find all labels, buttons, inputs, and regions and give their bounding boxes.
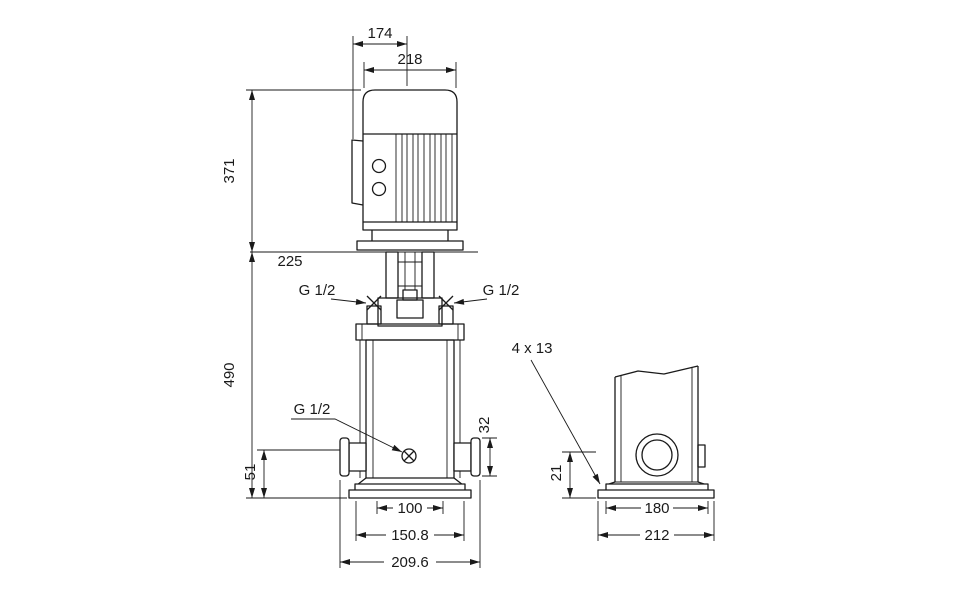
motor-endshield-lines: [363, 133, 457, 223]
dim-label-180: 180: [644, 500, 669, 517]
extension-lines-port-size: [482, 437, 497, 477]
dim-label-174: 174: [367, 25, 392, 42]
dim-label-218: 218: [397, 51, 422, 68]
side-base-plate: [597, 489, 715, 499]
dim-label-212: 212: [644, 527, 669, 544]
motor-fins: [395, 134, 453, 222]
cable-entry-hole-top: [371, 158, 387, 174]
head-centre-box: [396, 299, 424, 319]
drain-plug-cross: [403, 450, 415, 462]
coupling-guard-right: [421, 251, 435, 299]
motor-outline: [362, 89, 458, 231]
base-plate: [348, 489, 472, 499]
side-port-bore: [641, 439, 673, 471]
flange-bolt-lines: [361, 324, 459, 340]
motor-adapter: [356, 230, 464, 251]
adapter-plate: [356, 240, 464, 251]
chamber-sleeve-lines: [372, 340, 448, 478]
break-line: [614, 365, 699, 378]
front-view: [339, 89, 481, 499]
dim-label-490: 490: [221, 362, 238, 387]
dim-label-100: 100: [397, 500, 422, 517]
dim-label-150-8: 150.8: [391, 527, 429, 544]
dim-label-bg-212: [640, 527, 674, 543]
suction-port-pipe: [348, 442, 367, 472]
leader-port-top-left: [330, 298, 367, 305]
side-body-outline: [614, 366, 699, 482]
dim-label-bg-209-6: [384, 554, 436, 570]
pump-head: [355, 289, 465, 341]
coupling-guard-left: [385, 251, 399, 299]
dim-label-209-6: 209.6: [391, 554, 429, 571]
extension-lines-base-plate-height: [562, 451, 596, 499]
dim-label-51: 51: [242, 464, 259, 481]
leader-base-holes: [530, 359, 601, 485]
coupling-split-lines: [398, 261, 422, 287]
discharge-port-flange: [470, 437, 481, 477]
head-block: [377, 297, 443, 327]
gauge-plug-right-cross: [438, 295, 454, 311]
leader-port-top-right: [453, 298, 488, 305]
dim-label-bg-180: [641, 500, 673, 516]
ports: [339, 437, 481, 477]
base-holes-note: 4 x 13: [512, 340, 553, 357]
suction-port-flange: [339, 437, 350, 477]
extension-lines-top: [352, 36, 457, 139]
terminal-box: [351, 139, 364, 206]
port-label-top-right: G 1/2: [483, 282, 520, 299]
side-body-inner-lines: [620, 367, 693, 482]
side-port-outer: [635, 433, 679, 477]
port-label-top-left: G 1/2: [299, 282, 336, 299]
side-tab: [697, 444, 706, 468]
drain-port-label: G 1/2: [294, 401, 331, 418]
dim-label-371: 371: [221, 158, 238, 183]
dim-label-225: 225: [277, 253, 302, 270]
gauge-plug-left-cross: [366, 295, 382, 311]
chamber-shell: [365, 339, 455, 479]
dim-label-21: 21: [548, 465, 565, 482]
dim-label-bg-150-8: [386, 527, 434, 543]
cable-entry-hole-bottom: [371, 181, 387, 197]
discharge-port-pipe: [453, 442, 472, 472]
leader-drain-port: [291, 418, 403, 453]
dimensions: [246, 36, 715, 568]
dimension-labels: 174 218 371 225 490 G 1/2 G 1/2 G 1/2 32…: [221, 25, 674, 571]
dim-label-32: 32: [476, 417, 493, 434]
side-view: [597, 365, 715, 499]
pump-base-front: [348, 477, 472, 499]
adapter-neck: [371, 230, 449, 241]
dim-label-bg-100: [393, 500, 427, 516]
motor: [351, 89, 458, 231]
